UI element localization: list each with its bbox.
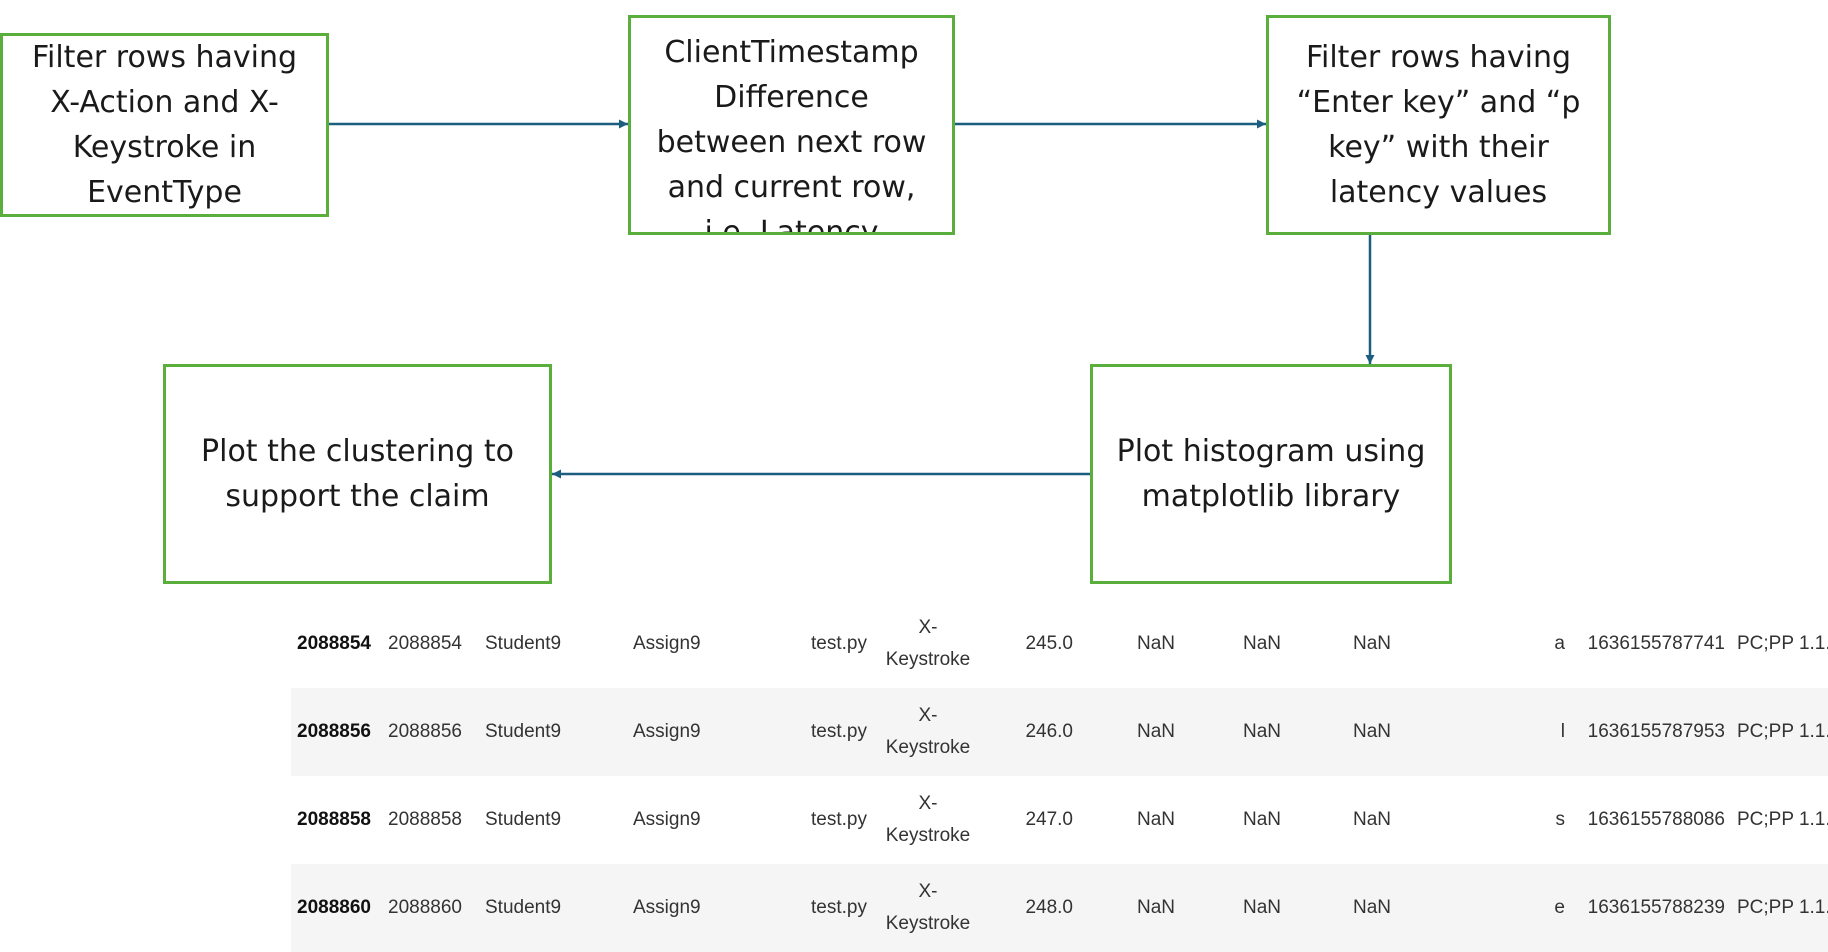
cell-nan: NaN [1136,721,1175,742]
cell-client: PC;PP 1.1. [1737,809,1828,830]
table-row: 2088858 2088858 Student9 Assign9 test.py… [291,776,1828,864]
cell-nan: NaN [1242,809,1281,830]
step-compute-latency: ClientTimestamp Difference between next … [628,15,955,235]
cell-key: a [1554,633,1565,654]
step-plot-clustering: Plot the clustering to support the claim [163,364,552,584]
cell-event-type: X- Keystroke [885,617,971,670]
cell-nan: NaN [1352,897,1391,918]
row-index: 2088860 [297,897,371,918]
cell-value: 248.0 [1025,897,1073,918]
step-filter-event-types: Filter rows having X-Action and X- Keyst… [0,33,329,217]
cell-assignment: Assign9 [633,633,701,654]
step-filter-keys: Filter rows having “Enter key” and “p ke… [1266,15,1611,235]
cell-nan: NaN [1352,721,1391,742]
keystroke-data-table: 2088854 2088854 Student9 Assign9 test.py… [291,600,1828,952]
cell-value: 245.0 [1025,633,1073,654]
row-index: 2088854 [297,633,371,654]
table-row: 2088856 2088856 Student9 Assign9 test.py… [291,688,1828,776]
cell-event-type: X- Keystroke [885,793,971,846]
cell-file: test.py [811,897,867,918]
cell-nan: NaN [1352,809,1391,830]
table-row: 2088854 2088854 Student9 Assign9 test.py… [291,600,1828,688]
cell-key: l [1560,721,1565,742]
cell-assignment: Assign9 [633,721,701,742]
cell-value: 246.0 [1025,721,1073,742]
cell-id: 2088856 [388,721,462,742]
cell-client: PC;PP 1.1. [1737,633,1828,654]
cell-id: 2088854 [388,633,462,654]
cell-nan: NaN [1136,633,1175,654]
cell-nan: NaN [1136,897,1175,918]
cell-student: Student9 [485,809,562,830]
row-index: 2088856 [297,721,371,742]
cell-file: test.py [811,721,867,742]
cell-event-type: X- Keystroke [885,881,971,934]
cell-timestamp: 1636155787953 [1587,721,1725,742]
cell-id: 2088858 [388,809,462,830]
cell-student: Student9 [485,721,562,742]
cell-nan: NaN [1136,809,1175,830]
cell-timestamp: 1636155787741 [1587,633,1725,654]
cell-event-type: X- Keystroke [885,705,971,758]
cell-value: 247.0 [1025,809,1073,830]
cell-file: test.py [811,633,867,654]
step-plot-histogram: Plot histogram using matplotlib library [1090,364,1452,584]
cell-client: PC;PP 1.1. [1737,897,1828,918]
cell-nan: NaN [1352,633,1391,654]
cell-client: PC;PP 1.1. [1737,721,1828,742]
cell-assignment: Assign9 [633,897,701,918]
cell-student: Student9 [485,897,562,918]
cell-key: s [1555,809,1566,830]
cell-nan: NaN [1242,897,1281,918]
row-index: 2088858 [297,809,371,830]
cell-file: test.py [811,809,867,830]
cell-timestamp: 1636155788239 [1587,897,1725,918]
cell-timestamp: 1636155788086 [1587,809,1725,830]
cell-key: e [1554,897,1565,918]
cell-assignment: Assign9 [633,809,701,830]
cell-id: 2088860 [388,897,462,918]
cell-nan: NaN [1242,721,1281,742]
cell-student: Student9 [485,633,562,654]
cell-nan: NaN [1242,633,1281,654]
table-row: 2088860 2088860 Student9 Assign9 test.py… [291,864,1828,952]
